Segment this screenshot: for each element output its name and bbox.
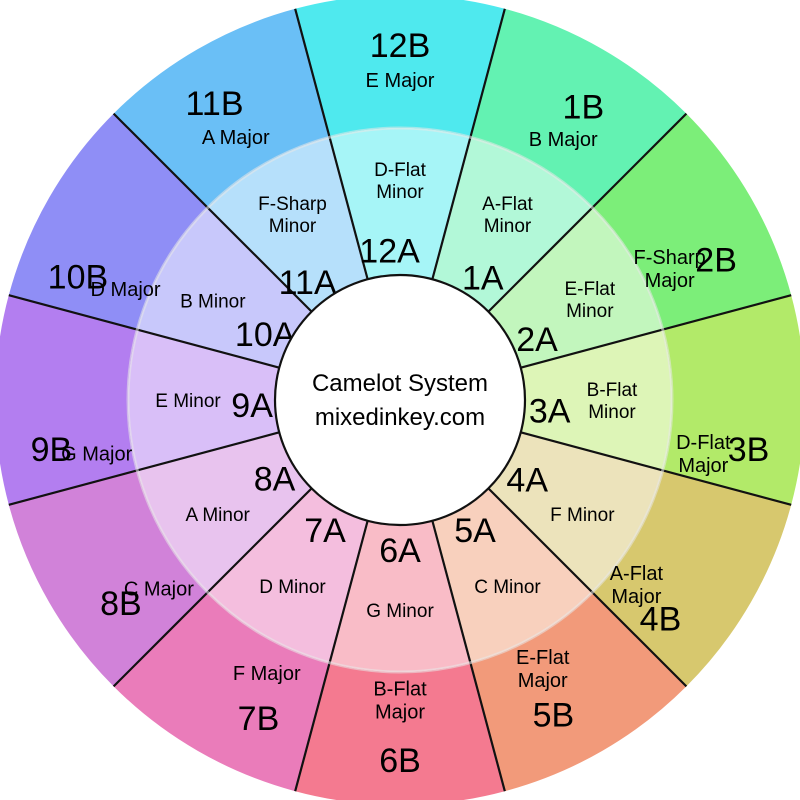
code-label-3b: 3B <box>728 431 770 469</box>
code-label-9a: 9A <box>231 387 273 425</box>
code-label-12b: 12B <box>370 27 431 65</box>
segment-divider <box>112 487 313 688</box>
code-label-6a: 6A <box>379 532 421 570</box>
segment-divider <box>487 112 688 313</box>
key-label-d-major: D Major <box>91 279 161 301</box>
segment-divider <box>8 431 280 506</box>
key-label-g-major: G Major <box>61 443 132 465</box>
key-label-b-major: B Major <box>529 129 598 151</box>
code-label-4b: 4B <box>640 601 682 639</box>
code-label-12a: 12A <box>359 232 420 270</box>
code-label-1a: 1A <box>462 259 504 297</box>
inner-segment-12a <box>329 127 471 280</box>
code-label-2a: 2A <box>516 321 558 359</box>
outer-segment-6b <box>295 662 505 800</box>
code-label-5a: 5A <box>454 512 496 550</box>
inner-segment-7a <box>207 488 368 663</box>
code-label-4a: 4A <box>506 461 548 499</box>
code-label-9b: 9B <box>31 431 73 469</box>
key-label-e-major: E Major <box>366 70 435 92</box>
inner-segment-3a <box>520 329 672 471</box>
segment-divider <box>112 112 313 313</box>
inner-segment-8a <box>137 432 312 593</box>
key-label-f-minor: F Minor <box>550 505 615 526</box>
code-label-5b: 5B <box>533 697 575 735</box>
segment-dividers <box>8 8 792 792</box>
key-label-f-major: F Major <box>233 663 301 685</box>
code-label-11b: 11B <box>186 85 244 123</box>
code-label-8a: 8A <box>254 460 296 498</box>
segment-divider <box>487 487 688 688</box>
code-label-8b: 8B <box>100 585 142 623</box>
code-label-6b: 6B <box>379 742 421 780</box>
segment-divider <box>8 294 280 369</box>
key-label-c-major: C Major <box>124 578 194 600</box>
inner-segment-10a <box>137 207 312 368</box>
segment-divider <box>294 8 369 280</box>
key-label-d-minor: D Minor <box>259 577 326 598</box>
code-label-7b: 7B <box>238 700 280 738</box>
key-label-a-major: A Major <box>202 127 270 149</box>
key-label-c-minor: C Minor <box>474 577 541 598</box>
center-site-link[interactable]: mixedinkey.com <box>315 404 485 431</box>
code-label-11a: 11A <box>279 264 337 302</box>
code-label-7a: 7A <box>304 512 346 550</box>
key-label-g-minor: G Minor <box>366 601 434 622</box>
outer-segment-9b <box>0 295 138 505</box>
key-label-a-minor: A Minor <box>185 505 250 526</box>
inner-segment-4a <box>488 432 663 593</box>
inner-segment-5a <box>432 488 593 663</box>
code-label-1b: 1B <box>563 89 605 127</box>
key-label-b-minor: B Minor <box>180 291 246 312</box>
inner-ring-border <box>126 126 674 674</box>
outer-segment-12b <box>295 0 505 138</box>
inner-segment-9a <box>127 329 280 471</box>
inner-segment-2a <box>488 207 663 368</box>
segment-divider <box>520 294 792 369</box>
code-label-2b: 2B <box>695 241 737 279</box>
segment-divider <box>294 520 369 792</box>
segment-divider <box>431 8 506 280</box>
inner-ring <box>127 127 672 672</box>
code-label-10b: 10B <box>48 258 109 296</box>
segment-divider <box>431 520 506 792</box>
center-disc <box>273 273 527 527</box>
center-title: Camelot System <box>312 370 488 397</box>
inner-segment-6a <box>329 520 471 672</box>
inner-segment-11a <box>207 137 368 312</box>
outer-segment-3b <box>662 295 800 505</box>
code-label-3a: 3A <box>529 392 571 430</box>
inner-segment-1a <box>432 137 593 312</box>
segment-divider <box>520 431 792 506</box>
key-label-e-minor: E Minor <box>155 391 221 412</box>
